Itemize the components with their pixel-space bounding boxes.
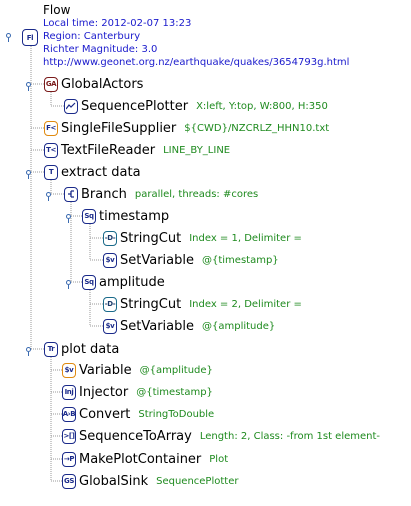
tree-node-extract-data[interactable]: T extract data [44,162,141,182]
tree-node-setvariable-2[interactable]: $v SetVariable @{amplitude} [103,316,275,336]
global-sink-icon: GS [62,473,76,489]
branch-icon [64,186,78,202]
trigger-icon: T [44,164,58,180]
tree-node-variable[interactable]: $v Variable @{amplitude} [62,360,213,380]
tree-node-global-sink[interactable]: GS GlobalSink SequencePlotter [62,473,239,489]
tree-node-sequence-to-array[interactable]: >[] SequenceToArray Length: 2, Class: -f… [62,428,381,444]
local-time: Local time: 2012-02-07 13:23 [43,18,192,29]
tree-node-single-file-supplier[interactable]: F< SingleFileSupplier ${CWD}/NZCRLZ_HHN1… [44,118,329,138]
pin-icon[interactable] [66,280,71,289]
tree-node-stringcut-1[interactable]: -D- StringCut Index = 1, Delimiter = [103,230,302,246]
flow-title: Flow [43,3,71,17]
pin-icon[interactable] [46,192,51,201]
tree-node-plot-data[interactable]: Tr plot data [44,339,119,359]
file-reader-icon: T< [44,142,58,158]
tree-node-sequence-plotter[interactable]: SequencePlotter X:left, Y:top, W:800, H:… [64,96,328,116]
sequence-icon: Sq [82,274,96,290]
flow-icon[interactable]: Fl [22,29,38,46]
cut-icon: -D- [103,296,117,312]
convert-icon: A›B [62,406,76,422]
injector-icon: Inj [62,384,76,400]
sequence-icon: Sq [82,208,96,224]
variable-icon: $v [62,362,76,378]
file-supplier-icon: F< [44,120,58,136]
magnitude: Richter Magnitude: 3.0 [43,44,158,55]
global-actors-icon: GA [44,76,58,92]
cut-icon: -D- [103,230,117,246]
set-variable-icon: $v [103,318,117,334]
region: Region: Canterbury [43,31,141,42]
pin-icon[interactable] [66,214,71,223]
tree-node-global-actors[interactable]: GA GlobalActors [44,76,144,92]
tree-node-stringcut-2[interactable]: -D- StringCut Index = 2, Delimiter = [103,296,302,312]
tree-node-convert[interactable]: A›B Convert StringToDouble [62,406,215,422]
event-url[interactable]: http://www.geonet.org.nz/earthquake/quak… [43,57,350,68]
sequence-to-array-icon: >[] [62,428,76,444]
pin-icon[interactable] [6,33,11,42]
tree-node-timestamp[interactable]: Sq timestamp [82,206,169,226]
pin-icon[interactable] [26,82,31,91]
tree-node-amplitude[interactable]: Sq amplitude [82,272,165,292]
set-variable-icon: $v [103,252,117,268]
chart-icon [64,98,78,114]
tree-node-make-plot-container[interactable]: →P MakePlotContainer Plot [62,451,229,467]
pin-icon[interactable] [26,347,31,356]
plot-container-icon: →P [62,451,76,467]
tree-node-text-file-reader[interactable]: T< TextFileReader LINE_BY_LINE [44,140,230,160]
tree-node-branch[interactable]: Branch parallel, threads: #cores [64,184,258,204]
tree-node-setvariable-1[interactable]: $v SetVariable @{timestamp} [103,250,279,270]
tree-node-injector[interactable]: Inj Injector @{timestamp} [62,382,213,402]
tee-icon: Tr [44,341,58,357]
pin-icon[interactable] [26,170,31,179]
